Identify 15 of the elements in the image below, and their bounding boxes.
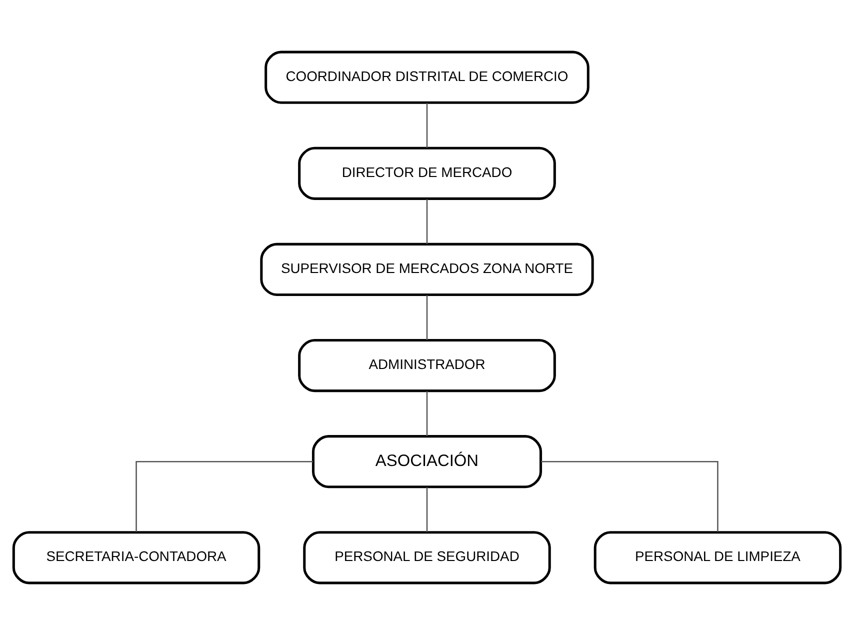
connector: [426, 391, 428, 436]
connector: [426, 199, 428, 244]
connector: [136, 460, 313, 532]
node-box: PERSONAL DE LIMPIEZA: [594, 531, 842, 584]
node-box: ASOCIACIÓN: [312, 435, 542, 488]
node-box: SUPERVISOR DE MERCADOS ZONA NORTE: [260, 242, 594, 296]
connector: [541, 460, 718, 532]
node-box: COORDINADOR DISTRITAL DE COMERCIO: [264, 50, 590, 104]
node-box: ADMINISTRADOR: [298, 338, 556, 392]
connector: [426, 487, 428, 532]
connector: [426, 103, 428, 148]
connector: [426, 295, 428, 340]
node-box: SECRETARIA-CONTADORA: [12, 531, 260, 584]
node-box: DIRECTOR DE MERCADO: [298, 146, 556, 200]
node-box: PERSONAL DE SEGURIDAD: [303, 531, 551, 584]
